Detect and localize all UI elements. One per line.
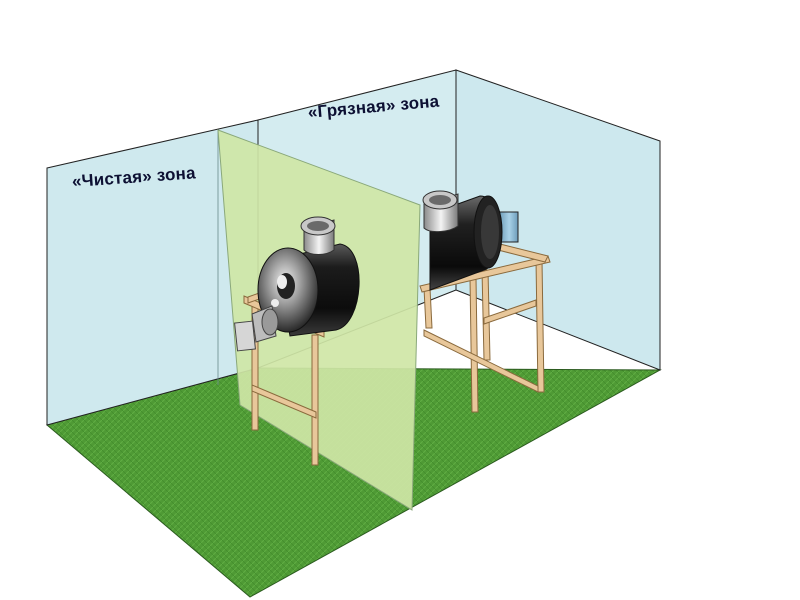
- far-rack: [419, 243, 551, 413]
- near-tank: [234, 216, 360, 352]
- far-tank: [422, 190, 519, 291]
